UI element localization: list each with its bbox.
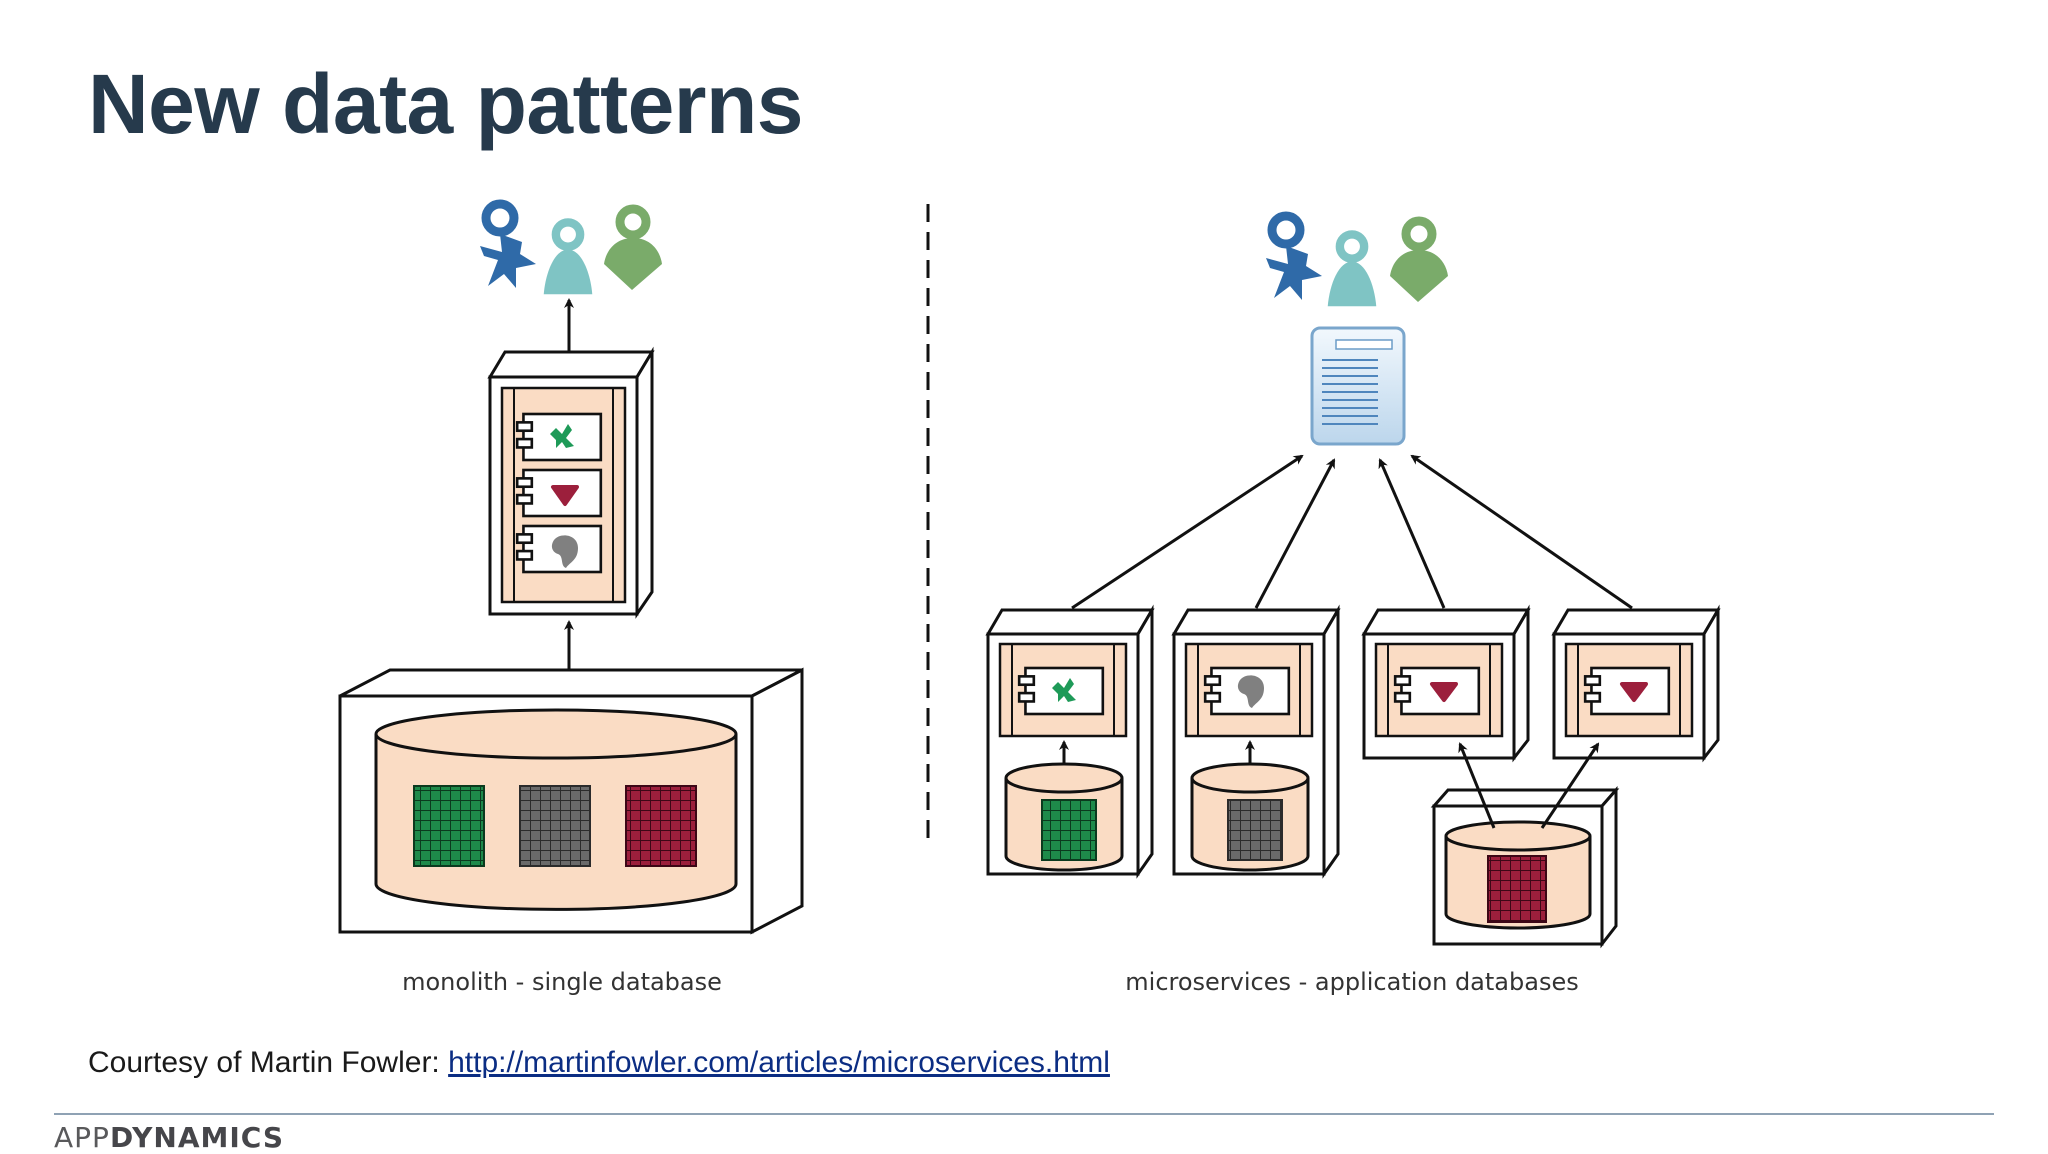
courtesy-note: Courtesy of Martin Fowler: http://martin…	[88, 1046, 1110, 1080]
monolith-caption: monolith - single database	[402, 968, 722, 996]
microservice-orders-b	[1551, 604, 1721, 763]
green-component-icon	[550, 424, 574, 448]
shared-orders-database	[1430, 786, 1620, 949]
monolith-data-green	[413, 785, 485, 867]
microservices-caption: microservices - application databases	[1125, 968, 1578, 996]
monolith-users-icon	[480, 204, 662, 294]
shared-db-arrows	[1458, 742, 1600, 829]
monolith-data-gray	[519, 785, 591, 867]
footer-divider	[54, 1113, 1994, 1115]
monolith-data-red	[625, 785, 697, 867]
microservices-users-icon	[1266, 216, 1448, 306]
gray-component-icon	[551, 535, 578, 568]
architecture-diagram: monolith - single database	[338, 160, 1721, 996]
brand-logo-bold: DYNAMICS	[109, 1121, 285, 1154]
brand-logo: APPDYNAMICS	[54, 1121, 284, 1154]
courtesy-link[interactable]: http://martinfowler.com/articles/microse…	[448, 1046, 1110, 1079]
microservice-arrows	[1071, 454, 1633, 610]
microservice-orders-a	[1361, 604, 1531, 763]
red-component-icon	[551, 485, 579, 506]
monolith-component-orders	[515, 468, 603, 518]
monolith-component-shipping	[515, 524, 603, 574]
brand-logo-light: APP	[54, 1121, 110, 1154]
monolith-database-server	[338, 667, 804, 935]
monolith-component-catalog	[515, 412, 603, 462]
document-icon	[1310, 326, 1406, 446]
microservice-catalog	[985, 604, 1155, 879]
slide-title: New data patterns	[88, 57, 804, 151]
courtesy-prefix: Courtesy of Martin Fowler:	[88, 1046, 449, 1079]
microservice-shipping	[1171, 604, 1341, 879]
